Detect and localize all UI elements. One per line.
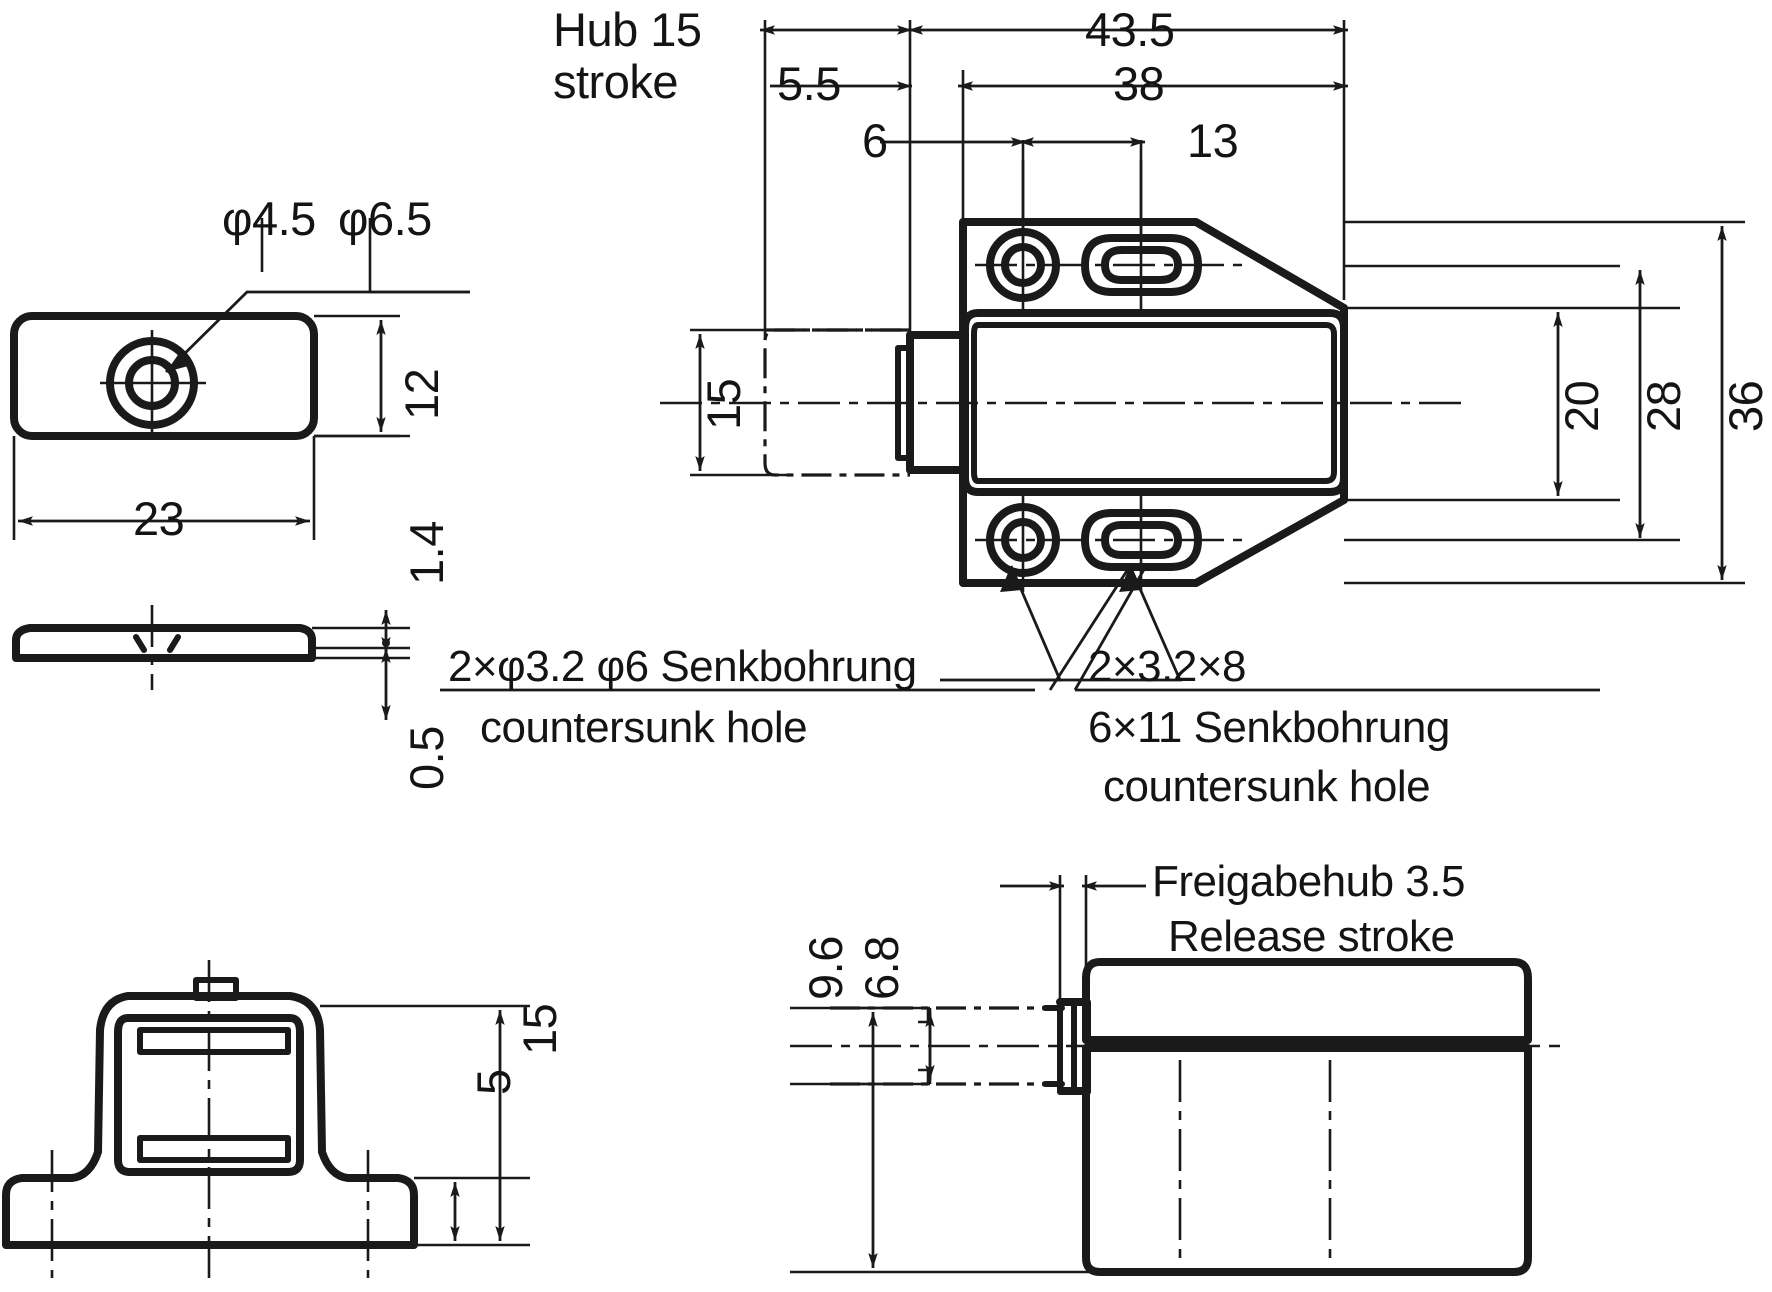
dim-label-12: 12	[395, 368, 448, 420]
view-latch-side	[790, 875, 1560, 1276]
dim-0-5	[312, 646, 410, 720]
dim-label-36: 36	[1719, 380, 1772, 432]
dim-label-43-5: 43.5	[1085, 3, 1175, 56]
view-latch-front	[2, 960, 530, 1278]
dim-right-stack	[1344, 220, 1745, 585]
dim-1-4	[381, 610, 391, 652]
note-countersunk-right-line3: countersunk hole	[1103, 762, 1431, 811]
dim-label-6: 6	[862, 114, 888, 167]
dim-label-1-4: 1.4	[400, 521, 453, 585]
dim-label-phi-4-5: φ4.5	[222, 192, 316, 245]
view-latch-top	[660, 160, 1470, 592]
dim-label-38: 38	[1113, 57, 1165, 110]
dim-label-5-5: 5.5	[777, 57, 841, 110]
dim-label-phi-6-5: φ6.5	[338, 192, 432, 245]
phi-label-ticks	[260, 218, 470, 294]
dim-chain-top	[760, 20, 1348, 340]
note-release-stroke-line1: Freigabehub 3.5	[1152, 857, 1465, 906]
dim-15-left	[690, 328, 790, 477]
dim-label-0-5: 0.5	[400, 726, 453, 790]
note-countersunk-right-line1: 2×3.2×8	[1088, 642, 1247, 691]
dim-label-23: 23	[133, 492, 185, 545]
dim-bottom-left	[450, 1010, 505, 1241]
view-strike-plate-top	[10, 290, 470, 440]
dim-label-28: 28	[1637, 380, 1690, 432]
note-countersunk-left-line2: countersunk hole	[480, 703, 808, 752]
label-hub-stroke-line2: stroke	[553, 55, 679, 108]
dim-23	[12, 436, 316, 540]
view-strike-plate-side	[12, 434, 410, 690]
note-countersunk-right-line2: 6×11 Senkbohrung	[1088, 703, 1450, 752]
note-release-stroke-line2: Release stroke	[1168, 912, 1455, 961]
dim-label-6-8: 6.8	[855, 936, 908, 1000]
dim-label-20: 20	[1555, 380, 1608, 432]
dim-label-13: 13	[1187, 114, 1239, 167]
label-hub-stroke-line1: Hub 15	[553, 3, 702, 56]
dim-label-15-stroke: 15	[697, 378, 750, 430]
dim-label-5-base: 5	[467, 1069, 520, 1095]
hole-callout-leaders	[440, 565, 1600, 692]
note-countersunk-left-line1: 2×φ3.2 φ6 Senkbohrung	[448, 642, 917, 691]
dim-label-9-6: 9.6	[799, 936, 852, 1000]
dim-label-15-height: 15	[513, 1003, 566, 1055]
dim-12	[314, 314, 400, 438]
